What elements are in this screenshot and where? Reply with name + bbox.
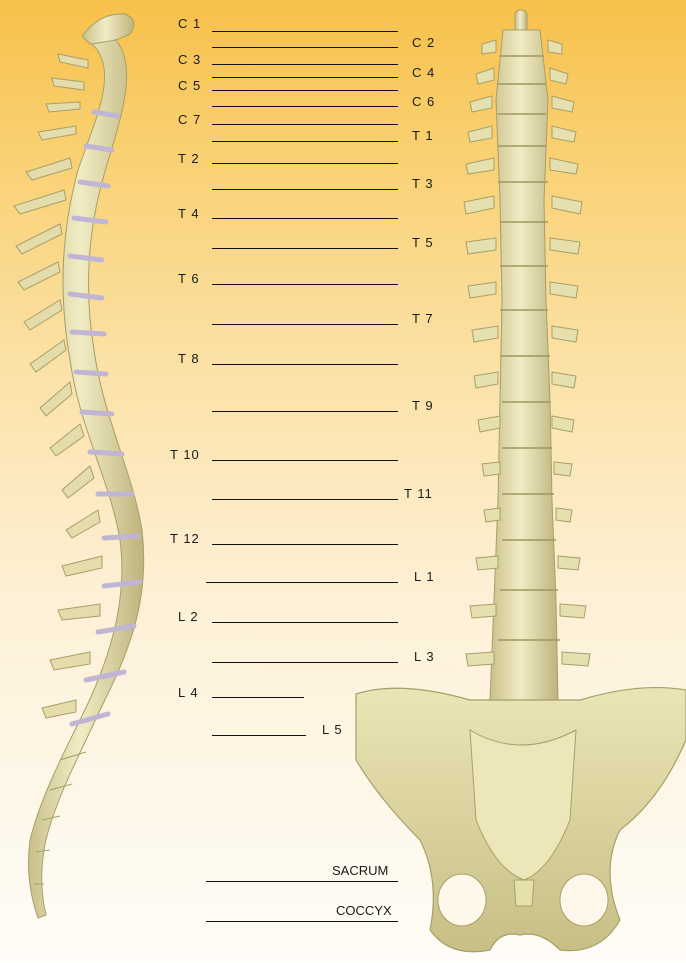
label-c6: C 6 [412,95,435,109]
leader-line-t8 [212,364,398,365]
label-t8: T 8 [178,352,200,366]
side-view-spine [14,14,144,918]
leader-line-l5 [212,735,306,736]
front-view-spine [356,10,686,952]
label-c7: C 7 [178,113,201,127]
label-t7: T 7 [412,312,434,326]
leader-line-c4 [212,77,398,78]
leader-line-l3 [212,662,398,663]
leader-line-c5 [212,90,398,91]
label-t5: T 5 [412,236,434,250]
label-t9: T 9 [412,399,434,413]
leader-line-coccyx [206,921,398,922]
leader-line-t5 [212,248,398,249]
leader-line-c7 [212,124,398,125]
label-l5: L 5 [322,723,343,737]
label-t6: T 6 [178,272,200,286]
leader-line-t12 [212,544,398,545]
leader-line-c1 [212,31,398,32]
leader-line-t4 [212,218,398,219]
label-t11: T 11 [404,487,433,501]
leader-line-t9 [212,411,398,412]
label-l4: L 4 [178,686,199,700]
label-t3: T 3 [412,177,434,191]
leader-line-t11 [212,499,398,500]
label-c3: C 3 [178,53,201,67]
label-t10: T 10 [170,448,200,462]
leader-line-t3 [212,189,398,190]
label-c2: C 2 [412,36,435,50]
label-l3: L 3 [414,650,435,664]
leader-line-c3 [212,64,398,65]
leader-line-l1 [206,582,398,583]
leader-line-l4 [212,697,304,698]
label-c5: C 5 [178,79,201,93]
label-t2: T 2 [178,152,200,166]
leader-line-t10 [212,460,398,461]
label-t4: T 4 [178,207,200,221]
label-coccyx: COCCYX [336,904,392,918]
leader-line-c2 [212,47,398,48]
leader-line-l2 [212,622,398,623]
label-l1: L 1 [414,570,435,584]
leader-line-t2 [212,163,398,164]
leader-line-c6 [212,106,398,107]
label-c4: C 4 [412,66,435,80]
leader-line-t1 [212,141,398,142]
label-t12: T 12 [170,532,200,546]
label-c1: C 1 [178,17,201,31]
label-t1: T 1 [412,129,434,143]
leader-line-t6 [212,284,398,285]
label-sacrum: SACRUM [332,864,388,878]
leader-line-sacrum [206,881,398,882]
label-l2: L 2 [178,610,199,624]
leader-line-t7 [212,324,398,325]
